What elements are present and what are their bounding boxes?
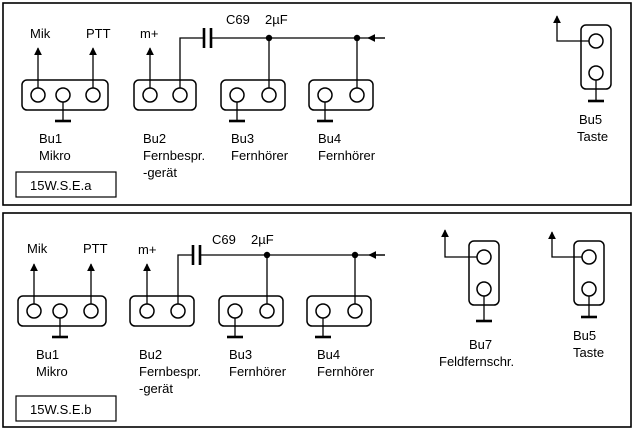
bu5-desc: Taste: [577, 129, 608, 144]
lead-m-plus-label: m+: [140, 26, 158, 41]
variant-label-box: [15, 395, 117, 422]
bu3-desc: Fernhörer: [229, 364, 287, 379]
socket-bu1: Mik PTT Bu1 Mikro: [21, 26, 111, 163]
socket-bu1: Mik PTT Bu1 Mikro: [17, 241, 108, 379]
capacitor-value: 2µF: [265, 12, 288, 27]
bu2-desc-line1: Fernbespr.: [143, 148, 205, 163]
bu5-desc: Taste: [573, 345, 604, 360]
variant-label: 15W.S.E.b: [30, 402, 91, 417]
lead-ptt-label: PTT: [86, 26, 111, 41]
bu3-name: Bu3: [229, 347, 252, 362]
bu1-desc: Mikro: [39, 148, 71, 163]
socket-bu4: Bu4 Fernhörer: [306, 255, 375, 379]
bu1-desc: Mikro: [36, 364, 68, 379]
capacitor-name: C69: [212, 232, 236, 247]
bu2-name: Bu2: [143, 131, 166, 146]
bu3-name: Bu3: [231, 131, 254, 146]
bu5-name: Bu5: [573, 328, 596, 343]
bu2-desc-line2: -gerät: [139, 381, 173, 396]
capacitor-name: C69: [226, 12, 250, 27]
bu4-name: Bu4: [317, 347, 340, 362]
lead-mik-label: Mik: [27, 241, 48, 256]
capacitor-c69: C69 2µF: [191, 232, 274, 265]
socket-bu7: Bu7 Feldfernschr.: [439, 229, 514, 369]
lead-mik-label: Mik: [30, 26, 51, 41]
bu5-name: Bu5: [579, 112, 602, 127]
bu1-name: Bu1: [39, 131, 62, 146]
bu1-name: Bu1: [36, 347, 59, 362]
bu2-desc-line1: Fernbespr.: [139, 364, 201, 379]
socket-bu2: m+ Bu2 Fernbespr. -gerät: [129, 242, 201, 396]
bu2-desc-line2: -gerät: [143, 165, 177, 180]
bu4-name: Bu4: [318, 131, 341, 146]
lead-m-plus-label: m+: [138, 242, 156, 257]
capacitor-value: 2µF: [251, 232, 274, 247]
bu7-name: Bu7: [469, 337, 492, 352]
bu4-desc: Fernhörer: [317, 364, 375, 379]
socket-bu3: Bu3 Fernhörer: [220, 38, 289, 163]
bu3-desc: Fernhörer: [231, 148, 289, 163]
socket-bu3: Bu3 Fernhörer: [218, 255, 287, 379]
variant-label: 15W.S.E.a: [30, 178, 92, 193]
bu2-name: Bu2: [139, 347, 162, 362]
socket-bu4: Bu4 Fernhörer: [308, 38, 376, 163]
socket-bu5: Bu5 Taste: [553, 15, 612, 144]
socket-bu5: Bu5 Taste: [548, 231, 605, 360]
capacitor-c69: C69 2µF: [202, 12, 288, 48]
socket-bu2: m+ Bu2 Fernbespr. -gerät: [133, 26, 205, 180]
lead-ptt-label: PTT: [83, 241, 108, 256]
bu4-desc: Fernhörer: [318, 148, 376, 163]
panel-a: Mik PTT Bu1 Mikro m+ Bu2 Fernbespr. -ger…: [2, 2, 632, 206]
bu7-desc: Feldfernschr.: [439, 354, 514, 369]
panel-b: Mik PTT Bu1 Mikro m+ Bu2 Fernbespr. -ger…: [2, 212, 632, 428]
variant-label-box: [15, 171, 117, 198]
